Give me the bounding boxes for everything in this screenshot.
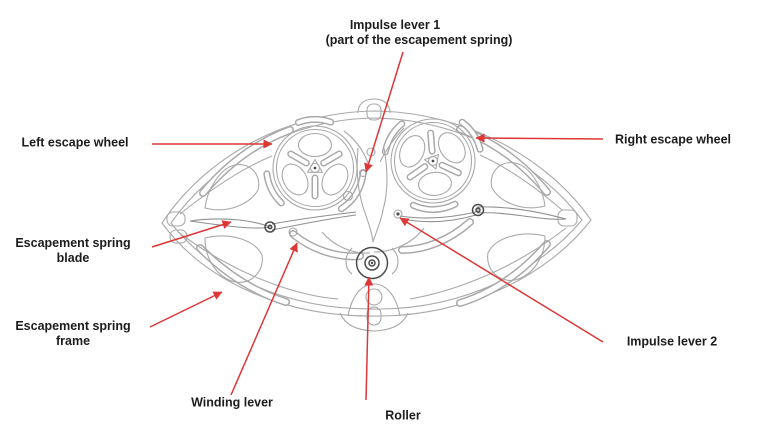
spring-blade-right: [477, 206, 567, 220]
label-escapement-spring-frame-line2: frame: [55, 334, 91, 348]
escapement-frame: [161, 98, 592, 332]
impulse-lever-drawing: [398, 218, 474, 254]
label-impulse-lever-1: Impulse lever 1 (part of the escapement …: [326, 18, 513, 49]
roller-drawing: [355, 246, 389, 280]
label-escapement-spring-frame-line1: Escapement spring: [15, 318, 131, 333]
right-escape-wheel-arrow: [475, 133, 604, 143]
label-roller: Roller: [385, 408, 421, 423]
center-assembly-drawing: [189, 127, 567, 280]
label-right-escape-wheel: Right escape wheel: [614, 132, 732, 147]
label-escapement-spring-blade: Escapement spring blade: [15, 236, 130, 267]
left-escape-wheel-drawing: [263, 116, 367, 220]
winding-lever-drawing: [288, 227, 364, 261]
roller-arrow: [364, 276, 374, 401]
annotation-arrows: [149, 51, 604, 401]
impulse-lever-2-arrow: [399, 217, 604, 343]
right-escape-wheel-drawing: [381, 109, 485, 213]
label-winding-lever: Winding lever: [191, 395, 273, 410]
label-impulse-lever-2: Impulse lever 2: [626, 334, 718, 349]
label-impulse-lever-1-line2: (part of the escapement spring): [325, 33, 513, 47]
label-escapement-spring-frame: Escapement spring frame: [15, 319, 130, 350]
winding-lever-arrow: [230, 242, 298, 396]
spring-blade-left: [189, 218, 272, 229]
label-impulse-lever-1-line1: Impulse lever 1: [349, 17, 441, 32]
label-escapement-spring-blade-line2: blade: [56, 251, 90, 265]
label-left-escape-wheel: Left escape wheel: [21, 135, 129, 150]
escapement-spring-blade-arrow: [151, 220, 232, 248]
impulse-lever-1-arrow: [364, 51, 404, 173]
label-escapement-spring-blade-line1: Escapement spring: [15, 235, 131, 250]
escapement-spring-frame-arrow: [149, 291, 223, 328]
